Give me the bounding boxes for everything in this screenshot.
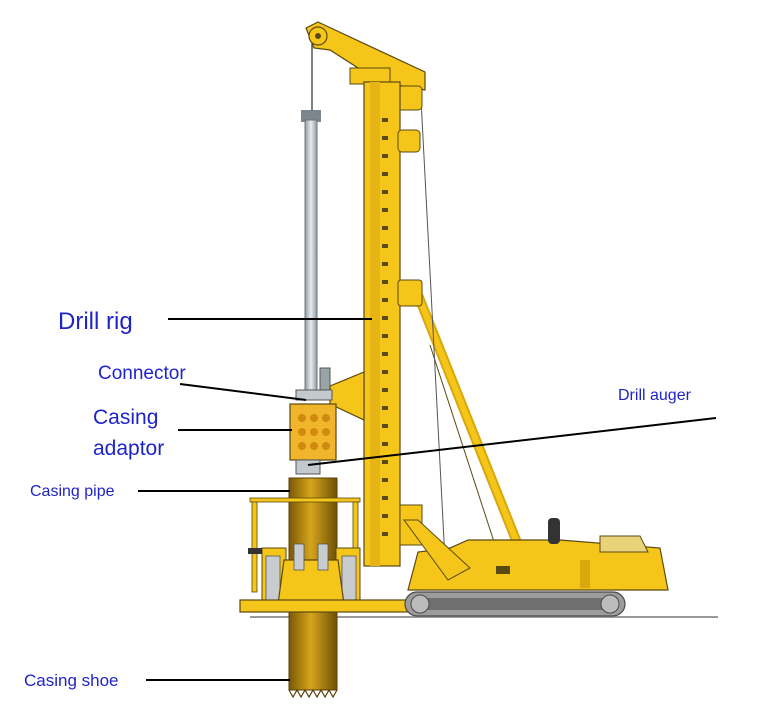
- label-drill-auger: Drill auger: [618, 387, 692, 404]
- label-casing-adaptor-line1: Casing: [93, 406, 158, 429]
- label-casing-adaptor-line2: adaptor: [93, 437, 164, 460]
- kelly-bar: [301, 110, 321, 391]
- mast: [363, 81, 423, 567]
- upper-body: [403, 518, 669, 591]
- backstay-cylinder: [411, 285, 525, 555]
- rotary-head: [295, 367, 365, 421]
- label-drill-rig: Drill rig: [58, 308, 133, 335]
- label-casing-pipe: Casing pipe: [30, 483, 115, 500]
- leader-lines: [138, 318, 717, 681]
- label-connector: Connector: [98, 363, 186, 384]
- label-casing-shoe: Casing shoe: [24, 671, 119, 690]
- leader-drill-auger: [307, 417, 717, 466]
- mast-crown: [305, 21, 426, 111]
- oscillator-frame: [239, 497, 411, 613]
- casing-adaptor-block: [289, 403, 337, 475]
- casing-shoe-teeth: [288, 688, 338, 699]
- crawler-track: [404, 591, 626, 617]
- leader-connector: [179, 383, 307, 401]
- wire-rope: [419, 79, 446, 561]
